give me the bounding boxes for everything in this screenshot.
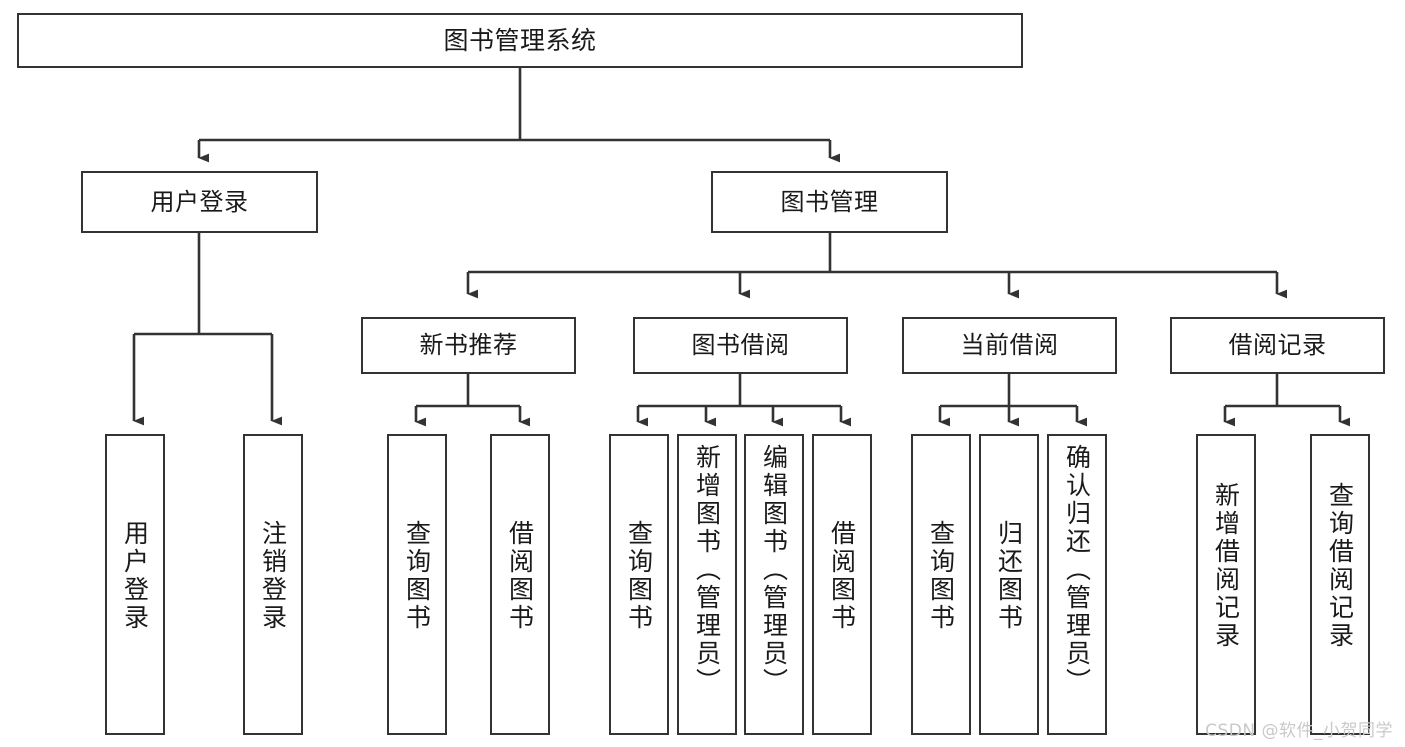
node-root-system[interactable]: 图书管理系统 bbox=[17, 13, 1023, 68]
node-leaf-user-login[interactable]: 用户登录 bbox=[105, 434, 165, 735]
node-current-borrow-label: 当前借阅 bbox=[960, 331, 1059, 360]
node-book-borrow-label: 图书借阅 bbox=[691, 331, 790, 360]
node-leaf-logout-login[interactable]: 注销登录 bbox=[243, 434, 303, 735]
node-borrow-record[interactable]: 借阅记录 bbox=[1170, 317, 1385, 374]
node-current-borrow[interactable]: 当前借阅 bbox=[902, 317, 1117, 374]
node-leaf-borrow-book-1[interactable]: 借阅图书 bbox=[490, 434, 550, 735]
node-book-manage-label: 图书管理 bbox=[780, 187, 879, 216]
node-leaf-confirm-return[interactable]: 确认归还（管理员） bbox=[1047, 434, 1107, 735]
node-borrow-record-label: 借阅记录 bbox=[1228, 331, 1327, 360]
node-leaf-edit-book[interactable]: 编辑图书（管理员） bbox=[744, 434, 804, 735]
node-leaf-query-record[interactable]: 查询借阅记录 bbox=[1310, 434, 1370, 735]
node-leaf-query-record-label: 查询借阅记录 bbox=[1325, 482, 1355, 650]
node-root-label: 图书管理系统 bbox=[443, 25, 597, 55]
node-book-borrow[interactable]: 图书借阅 bbox=[633, 317, 848, 374]
node-leaf-borrow-book-2-label: 借阅图书 bbox=[827, 520, 857, 632]
node-leaf-return-book-label: 归还图书 bbox=[994, 520, 1024, 632]
node-leaf-query-book-3-label: 查询图书 bbox=[926, 520, 956, 632]
node-leaf-add-record-label: 新增借阅记录 bbox=[1211, 482, 1241, 650]
node-leaf-add-book-label: 新增图书（管理员） bbox=[692, 444, 722, 696]
node-user-login[interactable]: 用户登录 bbox=[81, 171, 318, 233]
node-book-manage[interactable]: 图书管理 bbox=[711, 171, 948, 233]
node-leaf-query-book-2-label: 查询图书 bbox=[624, 520, 654, 632]
node-user-login-label: 用户登录 bbox=[150, 187, 249, 216]
csdn-watermark: CSDN @软件_小贺同学 bbox=[1205, 721, 1393, 741]
node-leaf-return-book[interactable]: 归还图书 bbox=[979, 434, 1039, 735]
node-leaf-user-login-label: 用户登录 bbox=[120, 520, 150, 632]
node-leaf-query-book-2[interactable]: 查询图书 bbox=[609, 434, 669, 735]
node-leaf-add-record[interactable]: 新增借阅记录 bbox=[1196, 434, 1256, 735]
node-leaf-logout-login-label: 注销登录 bbox=[258, 520, 288, 632]
node-leaf-query-book-3[interactable]: 查询图书 bbox=[911, 434, 971, 735]
node-leaf-borrow-book-2[interactable]: 借阅图书 bbox=[812, 434, 872, 735]
node-leaf-add-book[interactable]: 新增图书（管理员） bbox=[677, 434, 737, 735]
node-new-book-recommend[interactable]: 新书推荐 bbox=[361, 317, 576, 374]
node-leaf-confirm-return-label: 确认归还（管理员） bbox=[1062, 444, 1092, 696]
node-new-book-recommend-label: 新书推荐 bbox=[419, 331, 518, 360]
node-leaf-edit-book-label: 编辑图书（管理员） bbox=[759, 444, 789, 696]
node-leaf-query-book-1[interactable]: 查询图书 bbox=[387, 434, 447, 735]
node-leaf-borrow-book-1-label: 借阅图书 bbox=[505, 520, 535, 632]
node-leaf-query-book-1-label: 查询图书 bbox=[402, 520, 432, 632]
